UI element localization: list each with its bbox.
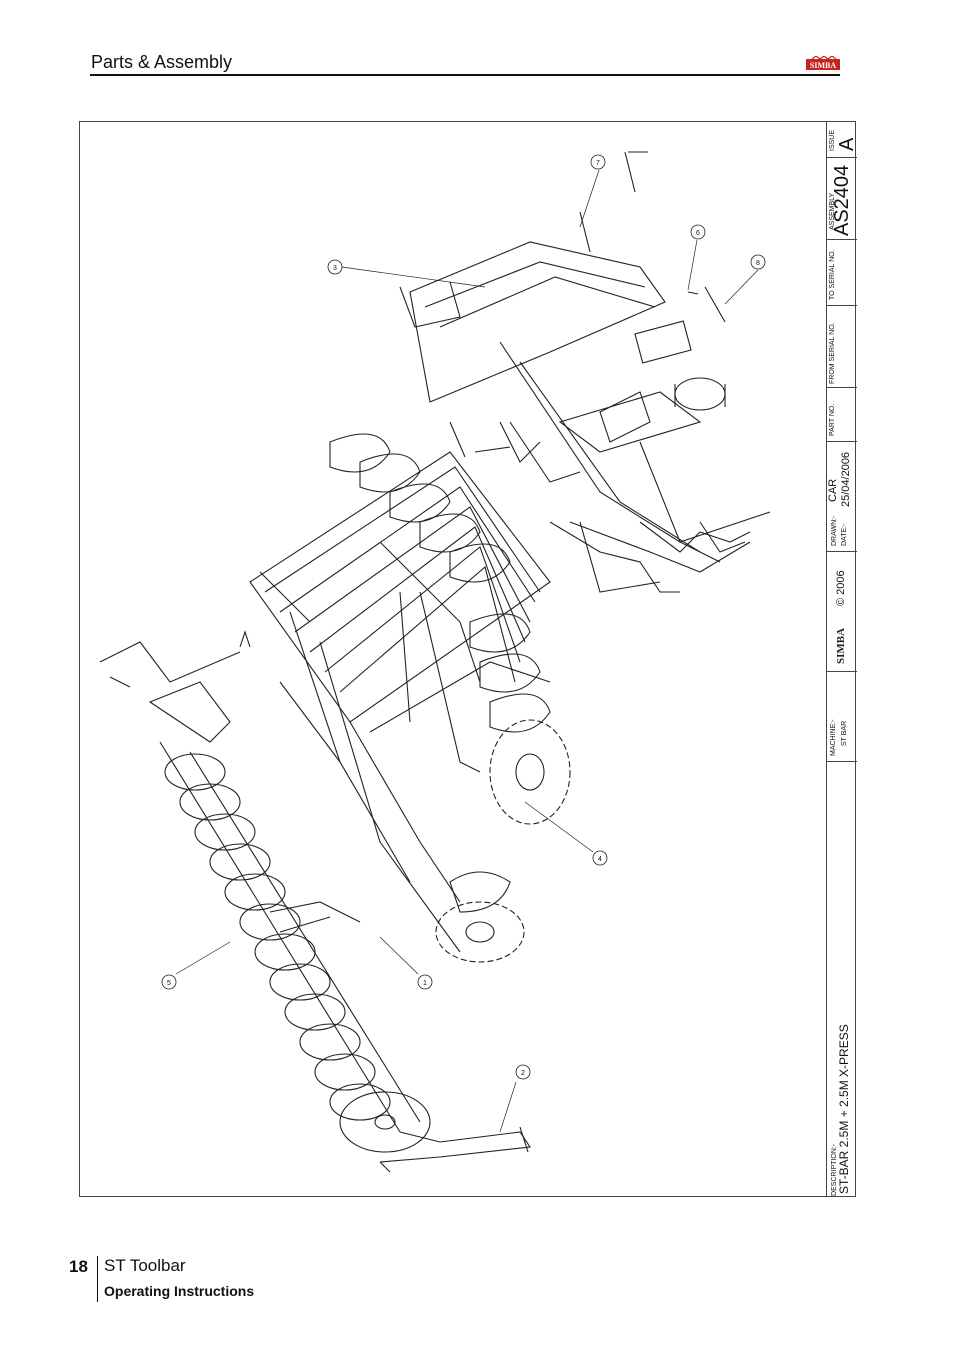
date-value: 25/04/2006 xyxy=(840,451,852,507)
assembly-drawing: 1 2 3 4 5 6 7 8 xyxy=(99,151,771,1173)
to-serial-label: TO SERIAL NO. xyxy=(829,249,836,300)
disc-gang xyxy=(249,451,551,953)
drawn-value: CAR xyxy=(827,478,839,502)
issue-cell: ISSUE A xyxy=(827,121,858,157)
section-title: Parts & Assembly xyxy=(91,52,233,72)
assembly-value: AS2404 xyxy=(831,164,853,236)
drawn-label: DRAWN:- xyxy=(831,515,838,546)
issue-label: ISSUE xyxy=(829,129,836,151)
issue-value: A xyxy=(836,137,858,151)
footer-subtitle: Operating Instructions xyxy=(104,1283,255,1299)
callout-5: 5 xyxy=(167,980,171,987)
callout-8: 8 xyxy=(756,260,760,267)
from-serial-label: FROM SERIAL NO. xyxy=(829,322,836,384)
machine-cell: MACHINE:- ST BAR xyxy=(827,671,857,761)
callout-3: 3 xyxy=(333,265,337,272)
footer-rule xyxy=(97,1256,98,1302)
header-rule xyxy=(90,74,840,76)
toolbar-frame xyxy=(399,241,771,593)
part-no-label: PART NO. xyxy=(829,403,836,436)
callout-2: 2 xyxy=(521,1070,525,1077)
copyright-cell: © 2006 SIMBA xyxy=(827,551,857,671)
footer-title: ST Toolbar xyxy=(104,1256,186,1275)
callout-balloon-7 xyxy=(590,154,606,170)
logo-text: SIMBA xyxy=(810,61,836,70)
callout-balloon-1 xyxy=(417,974,433,990)
drawn-cell: DRAWN:- CAR DATE:- 25/04/2006 xyxy=(827,441,857,551)
drawing-frame xyxy=(79,121,856,1197)
from-serial-cell: FROM SERIAL NO. xyxy=(827,305,857,387)
assembly-cell: ASSEMBLY AS2404 xyxy=(827,157,857,239)
callout-4: 4 xyxy=(598,856,602,863)
callout-balloon-6 xyxy=(690,224,706,240)
callout-balloon-2 xyxy=(515,1064,531,1080)
to-serial-cell: TO SERIAL NO. xyxy=(827,239,857,305)
callout-balloon-8 xyxy=(750,254,766,270)
date-label: DATE:- xyxy=(841,523,848,546)
title-block: ISSUE A ASSEMBLY AS2404 TO SERIAL NO. FR… xyxy=(826,121,858,1197)
callout-7: 7 xyxy=(596,160,600,167)
copyright: © 2006 xyxy=(835,570,847,606)
simba-logo: SIMBA xyxy=(806,56,840,70)
callout-6: 6 xyxy=(696,230,700,237)
pins xyxy=(449,151,726,458)
callout-balloon-5 xyxy=(161,974,177,990)
discs xyxy=(329,433,571,963)
machine-value: ST BAR xyxy=(841,720,848,746)
part-no-cell: PART NO. xyxy=(827,387,857,441)
description-cell: DESCRIPTION:- ST-BAR 2.5M + 2.5M X-PRESS xyxy=(827,761,857,1197)
title-block-logo: SIMBA xyxy=(835,627,847,664)
page-number: 18 xyxy=(69,1257,88,1276)
callout-balloon-3 xyxy=(327,259,343,275)
description-value: ST-BAR 2.5M + 2.5M X-PRESS xyxy=(837,1024,851,1194)
callout-balloon-4 xyxy=(592,850,608,866)
machine-label: MACHINE:- xyxy=(830,719,837,756)
press-roller xyxy=(99,630,531,1173)
callout-1: 1 xyxy=(423,980,427,987)
